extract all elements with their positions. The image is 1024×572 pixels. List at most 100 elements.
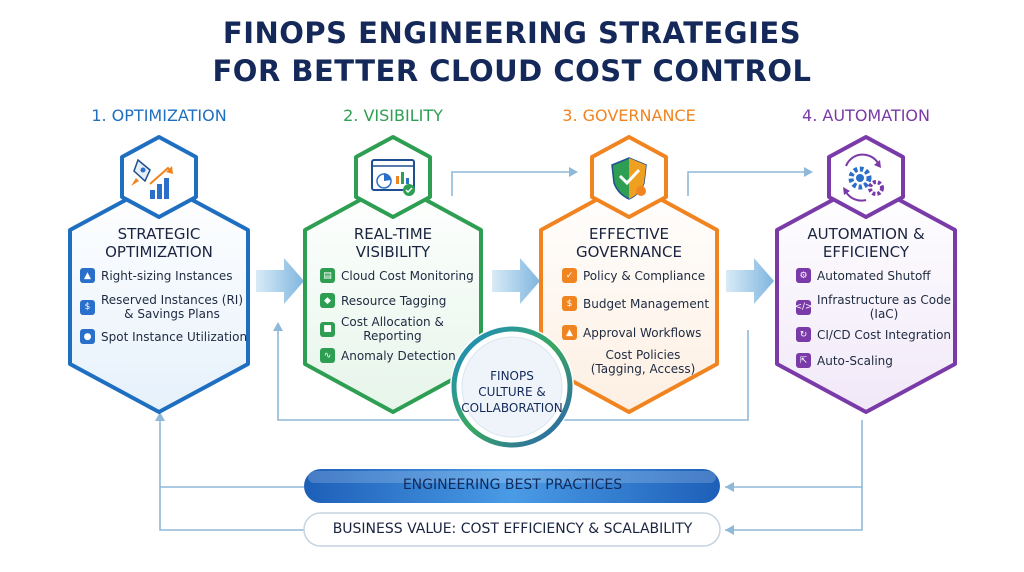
item-text: Cloud Cost Monitoring bbox=[341, 268, 474, 283]
item-text: Anomaly Detection bbox=[341, 348, 456, 363]
list-item: ◆ Resource Tagging bbox=[320, 293, 446, 308]
business-bar-shape bbox=[303, 512, 721, 547]
hexagon-optimization bbox=[68, 180, 250, 414]
item-text: Policy & Compliance bbox=[583, 268, 706, 283]
policy-shield-icon: ✓ bbox=[562, 268, 577, 283]
arrowhead-auto bbox=[804, 167, 813, 177]
item-text: Budget Management bbox=[583, 296, 710, 311]
connector-inner-loop-right bbox=[560, 330, 749, 421]
culture-line2: CULTURE & bbox=[478, 385, 546, 399]
culture-circle-label: FINOPS CULTURE & COLLABORATION bbox=[447, 368, 577, 416]
flow-arrow-2 bbox=[492, 258, 540, 304]
connector-arrowheads bbox=[155, 167, 813, 535]
list-item: ● Spot Instance Utilization bbox=[80, 329, 247, 344]
list-item: ▤ Cloud Cost Monitoring bbox=[320, 268, 474, 283]
item-text: Spot Instance Utilization bbox=[101, 329, 248, 344]
tag-icon: ◆ bbox=[320, 293, 335, 308]
card-heading-automation: AUTOMATION & EFFICIENCY bbox=[766, 225, 966, 261]
pillar-label-automation: 4. AUTOMATION bbox=[802, 106, 930, 125]
item-text: Resource Tagging bbox=[341, 293, 447, 308]
rocket-icon: ▲ bbox=[80, 268, 95, 283]
arrowhead-outer-left bbox=[155, 412, 165, 421]
list-item: ∿ Anomaly Detection bbox=[320, 348, 456, 363]
culture-line1: FINOPS bbox=[490, 369, 534, 383]
connector-gov-to-auto bbox=[687, 171, 805, 196]
card-heading-governance-line2: GOVERNANCE bbox=[576, 243, 682, 261]
connector-biz-left bbox=[159, 487, 304, 531]
item-text: Right-sizing Instances bbox=[101, 268, 233, 283]
page-title-line2: FOR BETTER CLOUD COST CONTROL bbox=[212, 54, 812, 88]
gear-cycle-icon bbox=[843, 153, 884, 202]
connector-vis-to-gov bbox=[451, 171, 570, 196]
budget-icon: $ bbox=[562, 296, 577, 311]
card-heading-optimization-line1: STRATEGIC bbox=[117, 225, 201, 243]
list-item: ▲ Right-sizing Instances bbox=[80, 268, 232, 283]
connector-lines bbox=[159, 171, 863, 531]
badge-automation bbox=[827, 135, 905, 219]
arrowhead-inner-left bbox=[273, 322, 283, 331]
list-item: $ Budget Management bbox=[562, 296, 709, 311]
list-item: ▲ Approval Workflows bbox=[562, 325, 701, 340]
list-item: ↻ CI/CD Cost Integration bbox=[796, 327, 951, 342]
card-heading-governance: EFFECTIVE GOVERNANCE bbox=[529, 225, 729, 261]
business-value-label: BUSINESS VALUE: COST EFFICIENCY & SCALAB… bbox=[332, 521, 693, 537]
flow-arrow-1 bbox=[256, 258, 304, 304]
workflow-icon: ▲ bbox=[562, 325, 577, 340]
arrowhead-eng-right bbox=[725, 482, 734, 492]
code-doc-icon: </> bbox=[794, 299, 813, 315]
item-text: Infrastructure as Code(IaC) bbox=[817, 293, 952, 321]
hexagon-automation bbox=[775, 180, 957, 414]
shield-check-icon bbox=[611, 157, 647, 200]
card-heading-governance-line1: EFFECTIVE bbox=[588, 225, 669, 243]
item-text: Reserved Instances (RI)& Savings Plans bbox=[101, 293, 244, 321]
connector-inner-loop bbox=[277, 330, 470, 421]
pillar-label-governance: 3. GOVERNANCE bbox=[562, 106, 696, 125]
anomaly-line-icon: ∿ bbox=[320, 348, 335, 363]
gear-icon: ⚙ bbox=[796, 268, 811, 283]
item-text: Cost Policies(Tagging, Access) bbox=[590, 348, 696, 376]
engineering-bar-shape bbox=[304, 469, 720, 503]
pillar-label-visibility: 2. VISIBILITY bbox=[343, 106, 443, 125]
item-text: Approval Workflows bbox=[583, 325, 702, 340]
spot-instance-icon: ● bbox=[80, 329, 95, 344]
engineering-best-practices-label: ENGINEERING BEST PRACTICES bbox=[402, 477, 623, 493]
card-heading-visibility: REAL-TIME VISIBILITY bbox=[293, 225, 493, 261]
item-text: Automated Shutoff bbox=[817, 268, 931, 283]
arrowhead-gov bbox=[569, 167, 578, 177]
allocation-icon: ■ bbox=[320, 321, 335, 337]
list-item: ✓ Policy & Compliance bbox=[562, 268, 705, 283]
scaling-icon: ⇱ bbox=[796, 353, 811, 368]
connector-eng-left bbox=[159, 420, 304, 488]
hexagon-governance bbox=[539, 180, 719, 414]
list-item: </> Infrastructure as Code(IaC) bbox=[794, 293, 952, 321]
savings-icon: $ bbox=[80, 299, 95, 315]
dashboard-chart-icon bbox=[371, 159, 415, 196]
card-heading-automation-line1: AUTOMATION & bbox=[807, 225, 925, 243]
card-heading-optimization-line2: OPTIMIZATION bbox=[105, 243, 213, 261]
flow-arrow-3 bbox=[726, 258, 774, 304]
culture-circle bbox=[450, 325, 574, 449]
pillar-label-optimization: 1. OPTIMIZATION bbox=[91, 106, 227, 125]
item-text: Cost Allocation &Reporting bbox=[341, 315, 444, 343]
rocket-growth-icon bbox=[131, 158, 173, 199]
item-text: CI/CD Cost Integration bbox=[817, 327, 952, 342]
item-text: Auto-Scaling bbox=[817, 353, 893, 368]
hexagon-visibility bbox=[303, 180, 483, 414]
list-item: ■ Cost Allocation &Reporting bbox=[320, 315, 444, 343]
culture-line3: COLLABORATION bbox=[461, 401, 563, 415]
list-item: ⇱ Auto-Scaling bbox=[796, 353, 893, 368]
list-item: Cost Policies(Tagging, Access) bbox=[588, 348, 698, 376]
connector-biz-right bbox=[725, 487, 863, 531]
connector-eng-right bbox=[725, 420, 863, 488]
list-item: ⚙ Automated Shutoff bbox=[796, 268, 931, 283]
card-heading-visibility-line2: VISIBILITY bbox=[355, 243, 431, 261]
arrowhead-biz-right bbox=[725, 525, 734, 535]
card-heading-automation-line2: EFFICIENCY bbox=[822, 243, 910, 261]
card-heading-optimization: STRATEGIC OPTIMIZATION bbox=[59, 225, 259, 261]
page-title-line1: FINOPS ENGINEERING STRATEGIES bbox=[222, 16, 802, 50]
list-item: $ Reserved Instances (RI)& Savings Plans bbox=[80, 293, 243, 321]
monitoring-chart-icon: ▤ bbox=[320, 268, 335, 283]
cycle-icon: ↻ bbox=[796, 327, 811, 342]
card-heading-visibility-line1: REAL-TIME bbox=[353, 225, 433, 243]
